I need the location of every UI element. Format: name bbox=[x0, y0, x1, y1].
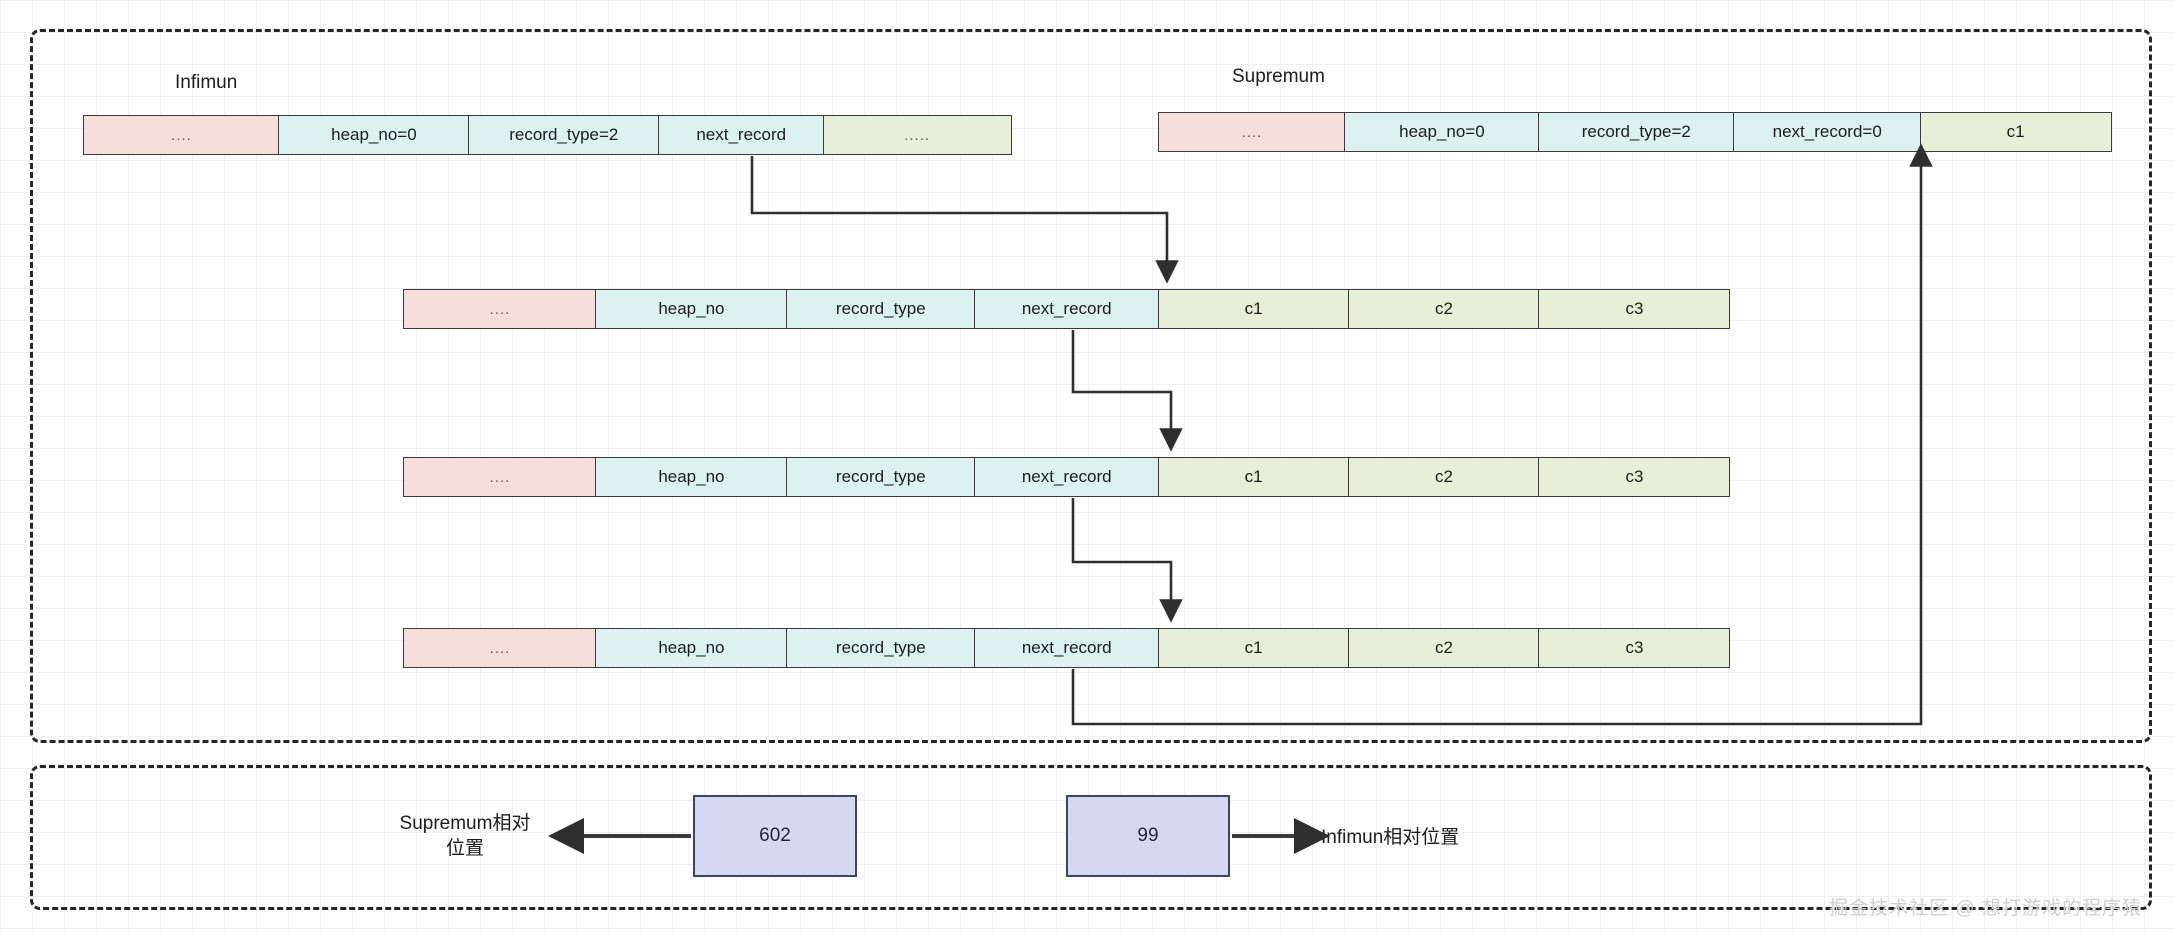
infimun-offset-label: Infimun相对位置 bbox=[1321, 827, 1460, 848]
supremum-offset-label-line1: Supremum相对 bbox=[399, 813, 531, 834]
supremum-offset-label-line2: 位置 bbox=[445, 837, 484, 859]
record-3-cell-extra: .... bbox=[403, 628, 597, 668]
supremum-cell-heap-no: heap_no=0 bbox=[1344, 112, 1540, 152]
supremum-cell-record-type: record_type=2 bbox=[1537, 112, 1735, 152]
supremum-cell-c1: c1 bbox=[1919, 112, 2112, 152]
record-2-cell-c1: c1 bbox=[1157, 457, 1350, 497]
record-2-cell-next-record: next_record bbox=[974, 457, 1160, 497]
supremum-record-row: .... heap_no=0 record_type=2 next_record… bbox=[1158, 112, 2112, 152]
record-3-cell-c1: c1 bbox=[1157, 628, 1350, 668]
record-2-cell-heap-no: heap_no bbox=[595, 457, 788, 497]
infimun-cell-record-type: record_type=2 bbox=[467, 115, 660, 155]
record-1-cell-extra: .... bbox=[403, 289, 597, 329]
record-1-cell-record-type: record_type bbox=[785, 289, 976, 329]
record-row: .... heap_no record_type next_record c1 … bbox=[403, 457, 1731, 497]
record-3-cell-heap-no: heap_no bbox=[595, 628, 788, 668]
supremum-cell-next-record: next_record=0 bbox=[1733, 112, 1922, 152]
supremum-offset-label: Supremum相对 位置 bbox=[385, 812, 545, 861]
record-1-cell-heap-no: heap_no bbox=[595, 289, 788, 329]
watermark: 掘金技术社区 @ 想打游戏的程序猿 bbox=[1829, 898, 2142, 919]
infimun-cell-heap-no: heap_no=0 bbox=[278, 115, 470, 155]
record-3-cell-next-record: next_record bbox=[974, 628, 1160, 668]
record-3-cell-c3: c3 bbox=[1538, 628, 1731, 668]
infimun-cell-next-record: next_record bbox=[658, 115, 825, 155]
infimun-record-row: .... heap_no=0 record_type=2 next_record… bbox=[83, 115, 1012, 155]
record-3-cell-record-type: record_type bbox=[785, 628, 976, 668]
record-2-cell-record-type: record_type bbox=[785, 457, 976, 497]
records-container bbox=[30, 29, 2152, 743]
record-1-cell-c1: c1 bbox=[1157, 289, 1350, 329]
record-2-cell-c2: c2 bbox=[1348, 457, 1541, 497]
infimun-cell-extra: .... bbox=[83, 115, 280, 155]
infimun-title: Infimun bbox=[175, 72, 238, 93]
record-2-cell-c3: c3 bbox=[1538, 457, 1731, 497]
record-row: .... heap_no record_type next_record c1 … bbox=[403, 289, 1731, 329]
record-3-cell-c2: c2 bbox=[1348, 628, 1541, 668]
record-row: .... heap_no record_type next_record c1 … bbox=[403, 628, 1731, 668]
record-1-cell-next-record: next_record bbox=[974, 289, 1160, 329]
record-1-cell-c3: c3 bbox=[1538, 289, 1731, 329]
record-1-cell-c2: c2 bbox=[1348, 289, 1541, 329]
record-2-cell-extra: .... bbox=[403, 457, 597, 497]
infimun-cell-body: ..... bbox=[822, 115, 1012, 155]
supremum-offset-box: 602 bbox=[693, 795, 857, 877]
supremum-cell-extra: .... bbox=[1158, 112, 1346, 152]
infimun-offset-box: 99 bbox=[1066, 795, 1230, 877]
supremum-title: Supremum bbox=[1232, 66, 1325, 87]
offsets-container bbox=[30, 765, 2152, 910]
